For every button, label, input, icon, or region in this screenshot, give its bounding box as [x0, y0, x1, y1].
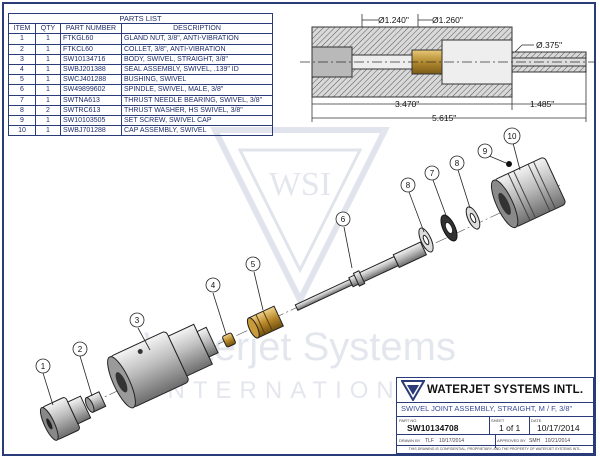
part-number-value: SW10134708 [407, 423, 459, 433]
part-thrust-bearing [440, 214, 458, 242]
drawn-date-value: 10/17/2014 [439, 438, 465, 444]
part-set-screw [506, 161, 512, 167]
drawn-by-value: TLF [425, 438, 434, 444]
balloon-1: 1 [35, 358, 51, 374]
balloon-7: 7 [424, 165, 440, 181]
dim-length-3: 5.615" [432, 113, 456, 123]
svg-text:5: 5 [251, 260, 256, 269]
part-number-label: PART NO. [399, 418, 418, 423]
svg-text:7: 7 [430, 169, 435, 178]
date-value: 10/17/2014 [537, 423, 580, 433]
svg-text:10: 10 [508, 132, 517, 141]
title-block-approval-row: DRAWN BY TLF 10/17/2014 APPROVED BY SMH … [397, 434, 593, 448]
section-body [300, 26, 596, 98]
svg-text:9: 9 [483, 147, 488, 156]
svg-text:1: 1 [41, 362, 46, 371]
sheet-value: 1 of 1 [499, 423, 521, 433]
title-block-part-row: PART NO. SW10134708 SHEET 1 of 1 DATE 10… [397, 416, 593, 435]
title-block: WATERJET SYSTEMS INTL. SWIVEL JOINT ASSE… [396, 377, 594, 454]
svg-text:2: 2 [78, 345, 83, 354]
drawn-by-label: DRAWN BY [399, 438, 421, 443]
part-body [107, 323, 219, 409]
drawing-sheet-border [2, 2, 596, 456]
balloon-3: 3 [129, 312, 145, 328]
item-balloons: 1 2 3 4 5 6 8 7 8 9 10 [35, 127, 521, 406]
part-thrust-washer-1 [418, 227, 434, 253]
svg-text:6: 6 [341, 215, 346, 224]
balloon-2: 2 [72, 341, 88, 357]
part-spindle [294, 241, 428, 311]
dim-length-2: 1.485" [530, 99, 554, 109]
part-thrust-washer-2 [465, 206, 481, 230]
part-bushing [246, 305, 285, 339]
part-collet [84, 391, 107, 413]
balloon-5: 5 [245, 256, 261, 272]
balloon-9: 9 [477, 143, 493, 159]
dim-diameter-1: Ø1.240" [378, 15, 409, 25]
approved-date-value: 10/21/2014 [545, 438, 571, 444]
svg-text:4: 4 [211, 281, 216, 290]
svg-text:3: 3 [135, 316, 140, 325]
drawing-description: SWIVEL JOINT ASSEMBLY, STRAIGHT, M / F, … [401, 404, 573, 413]
sheet-label: SHEET [491, 418, 505, 423]
date-label: DATE [531, 418, 542, 423]
part-seal-assembly [222, 332, 236, 348]
balloon-6: 6 [335, 211, 351, 227]
svg-text:8: 8 [406, 181, 411, 190]
title-block-logo-row: WATERJET SYSTEMS INTL. [397, 378, 593, 403]
parts-list-table: PARTS LIST ITEM QTY PART NUMBER DESCRIPT… [8, 12, 273, 137]
approved-by-label: APPROVED BY [497, 438, 526, 443]
part-cap-assembly [490, 157, 566, 229]
company-logo-icon [401, 380, 425, 401]
part-gland-nut [39, 395, 92, 441]
parts-cell-description: CAP ASSEMBLY, SWIVEL [121, 125, 273, 137]
dim-diameter-2: Ø1.260" [432, 15, 463, 25]
balloon-8a: 8 [400, 177, 416, 193]
company-name: WATERJET SYSTEMS INTL. [427, 384, 584, 396]
dim-length-1: 3.470" [395, 99, 419, 109]
approved-by-value: SMH [529, 438, 541, 444]
balloon-4: 4 [205, 277, 221, 293]
balloon-8b: 8 [449, 155, 465, 171]
svg-text:8: 8 [455, 159, 460, 168]
balloon-10: 10 [503, 127, 521, 145]
dimension-lines [311, 14, 587, 122]
confidentiality-notice: THIS DRAWING IS CONFIDENTIAL, PROPRIETAR… [397, 445, 593, 453]
dim-diameter-3: Ø.375" [536, 40, 562, 50]
